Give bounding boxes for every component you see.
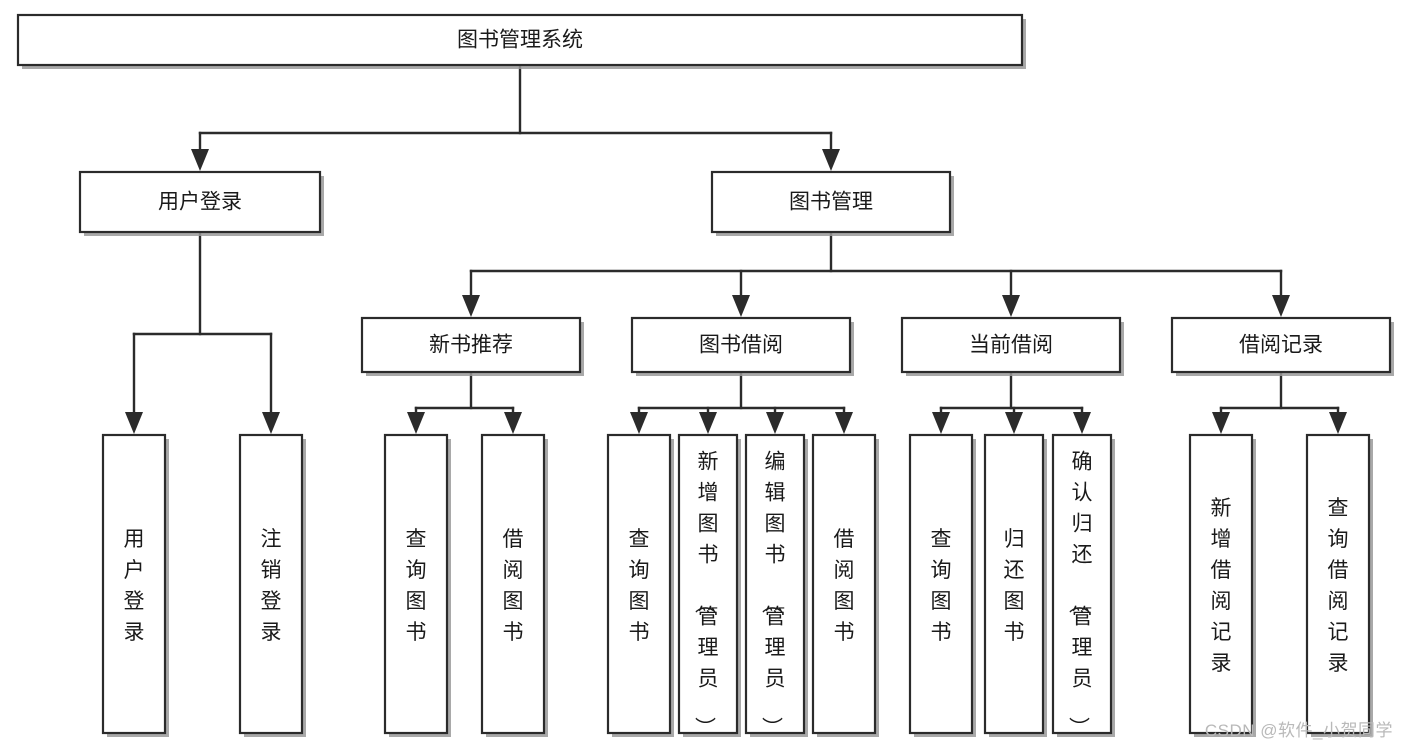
node-leaf-confirm-return-admin[interactable]: 确认归还（管理员） bbox=[1051, 433, 1115, 738]
node-rect[interactable] bbox=[908, 433, 974, 735]
node-label: 借阅图书 bbox=[834, 528, 855, 644]
connector-group bbox=[125, 230, 280, 434]
connector-arrowhead bbox=[1329, 412, 1347, 434]
node-label: 编辑图书（管理员） bbox=[760, 451, 786, 738]
node-leaf-query-book-current[interactable]: 查询图书 bbox=[908, 433, 976, 737]
node-rect[interactable] bbox=[101, 433, 167, 735]
node-rect[interactable] bbox=[630, 316, 852, 374]
node-rect[interactable] bbox=[360, 316, 582, 374]
connector-arrowhead bbox=[932, 412, 950, 434]
node-rect[interactable] bbox=[238, 433, 304, 735]
node-bookmgmt[interactable]: 图书管理 bbox=[710, 170, 954, 236]
node-label: 确认归还（管理员） bbox=[1067, 451, 1093, 738]
connector-arrowhead bbox=[125, 412, 143, 434]
node-leaf-return-book[interactable]: 归还图书 bbox=[983, 433, 1047, 737]
node-root[interactable]: 图书管理系统 bbox=[16, 13, 1026, 69]
node-label: 图书管理 bbox=[789, 191, 873, 214]
node-rect[interactable] bbox=[983, 433, 1045, 735]
node-rect[interactable] bbox=[606, 433, 672, 735]
node-newbook[interactable]: 新书推荐 bbox=[360, 316, 584, 376]
node-current[interactable]: 当前借阅 bbox=[900, 316, 1124, 376]
connector-arrowhead bbox=[766, 412, 784, 434]
node-borrow[interactable]: 图书借阅 bbox=[630, 316, 854, 376]
node-rect[interactable] bbox=[1051, 433, 1113, 735]
node-records[interactable]: 借阅记录 bbox=[1170, 316, 1394, 376]
node-leaf-query-book-new[interactable]: 查询图书 bbox=[383, 433, 451, 737]
connector-arrowhead bbox=[822, 149, 840, 171]
connector-arrowhead bbox=[1005, 412, 1023, 434]
node-rect[interactable] bbox=[811, 433, 877, 735]
connector-arrowhead bbox=[732, 295, 750, 317]
node-rect[interactable] bbox=[710, 170, 952, 234]
connector-group bbox=[462, 230, 1290, 317]
connector-group bbox=[1212, 370, 1347, 434]
node-leaf-query-book-borrow[interactable]: 查询图书 bbox=[606, 433, 674, 737]
node-rect[interactable] bbox=[1305, 433, 1371, 735]
connector-arrowhead bbox=[462, 295, 480, 317]
node-label: 归还图书 bbox=[1004, 528, 1025, 644]
node-leaf-query-record[interactable]: 查询借阅记录 bbox=[1305, 433, 1373, 737]
node-rect[interactable] bbox=[383, 433, 449, 735]
connector-arrowhead bbox=[407, 412, 425, 434]
connector-arrowhead bbox=[262, 412, 280, 434]
node-leaf-edit-book-admin[interactable]: 编辑图书（管理员） bbox=[744, 433, 808, 738]
node-leaf-add-book-admin[interactable]: 新增图书（管理员） bbox=[677, 433, 741, 738]
node-rect[interactable] bbox=[1188, 433, 1254, 735]
node-login[interactable]: 用户登录 bbox=[78, 170, 324, 236]
connector-arrowhead bbox=[699, 412, 717, 434]
watermark-label: CSDN @软件_小贺同学 bbox=[1204, 721, 1393, 740]
node-leaf-borrow-book-new[interactable]: 借阅图书 bbox=[480, 433, 548, 737]
connector-arrowhead bbox=[1002, 295, 1020, 317]
node-rect[interactable] bbox=[1170, 316, 1392, 374]
connector-group bbox=[630, 370, 853, 434]
node-label: 新增借阅记录 bbox=[1211, 497, 1232, 675]
node-rect[interactable] bbox=[677, 433, 739, 735]
node-leaf-borrow-book[interactable]: 借阅图书 bbox=[811, 433, 879, 737]
node-leaf-user-login[interactable]: 用户登录 bbox=[101, 433, 169, 737]
node-label: 查询借阅记录 bbox=[1328, 497, 1349, 675]
node-label: 图书管理系统 bbox=[457, 29, 583, 52]
node-label: 用户登录 bbox=[124, 528, 145, 644]
connector-arrowhead bbox=[1212, 412, 1230, 434]
node-label: 借阅图书 bbox=[503, 528, 524, 644]
node-label: 用户登录 bbox=[158, 191, 242, 214]
connector-arrowhead bbox=[1073, 412, 1091, 434]
node-label: 图书借阅 bbox=[699, 334, 783, 357]
node-leaf-user-logout[interactable]: 注销登录 bbox=[238, 433, 306, 737]
node-leaf-add-record[interactable]: 新增借阅记录 bbox=[1188, 433, 1256, 737]
connector-arrowhead bbox=[1272, 295, 1290, 317]
connector-arrowhead bbox=[630, 412, 648, 434]
node-rect[interactable] bbox=[78, 170, 322, 234]
node-label: 查询图书 bbox=[931, 528, 952, 644]
connector-arrowhead bbox=[191, 149, 209, 171]
node-label: 借阅记录 bbox=[1239, 334, 1323, 357]
node-rect[interactable] bbox=[16, 13, 1024, 67]
nodes-layer: 图书管理系统用户登录图书管理新书推荐图书借阅当前借阅借阅记录用户登录注销登录查询… bbox=[16, 13, 1394, 738]
node-label: 新书推荐 bbox=[429, 334, 513, 357]
node-rect[interactable] bbox=[900, 316, 1122, 374]
node-label: 查询图书 bbox=[406, 528, 427, 644]
edges-layer bbox=[125, 63, 1347, 434]
connector-arrowhead bbox=[504, 412, 522, 434]
connector-group bbox=[407, 370, 522, 434]
connector-group bbox=[191, 63, 840, 171]
connector-group bbox=[932, 370, 1091, 434]
node-label: 注销登录 bbox=[261, 528, 282, 644]
node-label: 新增图书（管理员） bbox=[693, 451, 719, 738]
node-label: 查询图书 bbox=[629, 528, 650, 644]
node-rect[interactable] bbox=[744, 433, 806, 735]
node-label: 当前借阅 bbox=[969, 334, 1053, 357]
connector-arrowhead bbox=[835, 412, 853, 434]
node-rect[interactable] bbox=[480, 433, 546, 735]
